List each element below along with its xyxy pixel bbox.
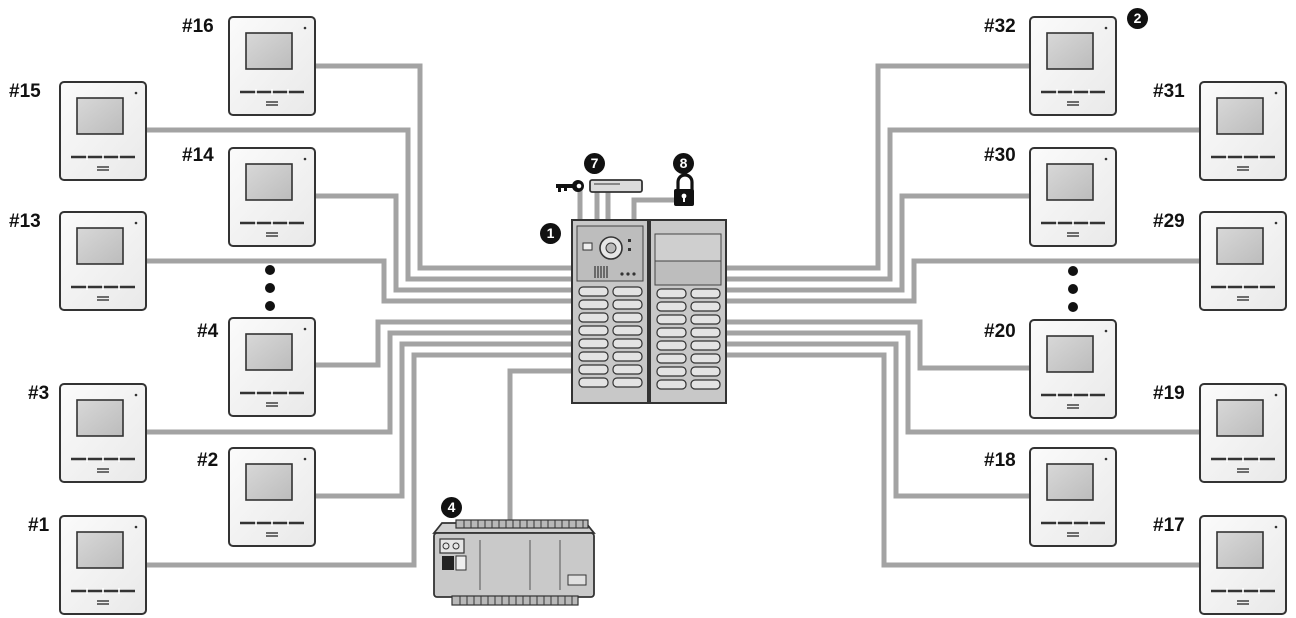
monitor-19 [1198,382,1288,484]
monitor-label-1: #1 [28,515,50,536]
controller-unit [432,519,596,606]
wire-lock [631,197,683,222]
monitor-label-4: #4 [197,321,219,342]
monitor-32 [1028,15,1118,117]
monitor-label-14: #14 [182,145,214,166]
monitor-label-17: #17 [1153,515,1185,536]
monitor-13 [58,210,148,312]
monitor-label-32: #32 [984,16,1016,37]
monitor-30 [1028,146,1118,248]
monitor-1 [58,514,148,616]
monitor-label-31: #31 [1153,81,1185,102]
wire-17 [725,352,1200,568]
callout-badge-monitor: 2 [1127,8,1148,29]
wire-13 [146,258,572,304]
monitor-15 [58,80,148,182]
wire-31 [725,127,1200,282]
monitor-29 [1198,210,1288,312]
ellipsis-dots-right [1068,266,1078,312]
wire-19 [725,330,1200,435]
ellipsis-dots-left [265,265,275,311]
monitor-label-16: #16 [182,16,214,37]
callout-badge-key: 7 [584,153,605,174]
wire-14 [315,193,572,293]
wire-controller [507,368,572,522]
monitor-label-20: #20 [984,321,1016,342]
callout-badge-lock: 8 [673,153,694,174]
monitor-14 [227,146,317,248]
wires [146,63,1200,568]
lock-icon [674,173,694,206]
wire-20 [725,319,1030,371]
relay-module [589,179,643,193]
monitor-18 [1028,446,1118,548]
panel-module-right [649,219,727,404]
monitor-label-18: #18 [984,450,1016,471]
wire-3 [146,330,572,435]
wire-29 [725,258,1200,304]
wire-15 [146,127,572,282]
wire-18 [725,341,1030,499]
wire-16 [315,63,572,271]
call-buttons-right [656,288,721,390]
monitor-31 [1198,80,1288,182]
monitor-2 [227,446,317,548]
monitor-label-13: #13 [9,211,41,232]
key-icon [556,180,584,192]
monitor-label-29: #29 [1153,211,1185,232]
call-buttons-left [578,286,643,388]
wire-2 [315,341,572,499]
monitor-4 [227,316,317,418]
speaker-grille-icon [594,266,608,278]
wire-30 [725,193,1030,293]
monitor-label-30: #30 [984,145,1016,166]
monitor-16 [227,15,317,117]
panel-module-left [571,219,649,404]
monitor-20 [1028,318,1118,420]
wire-4 [315,319,572,368]
wire-1 [146,352,572,568]
monitor-label-15: #15 [9,81,41,102]
monitor-label-19: #19 [1153,383,1185,404]
monitor-label-2: #2 [197,450,219,471]
monitor-3 [58,382,148,484]
callout-badge-controller: 4 [441,497,462,518]
callout-badge-entrance-panel: 1 [540,223,561,244]
entrance-panel [571,219,727,404]
monitor-label-3: #3 [28,383,50,404]
wire-32 [725,63,1030,271]
monitor-17 [1198,514,1288,616]
